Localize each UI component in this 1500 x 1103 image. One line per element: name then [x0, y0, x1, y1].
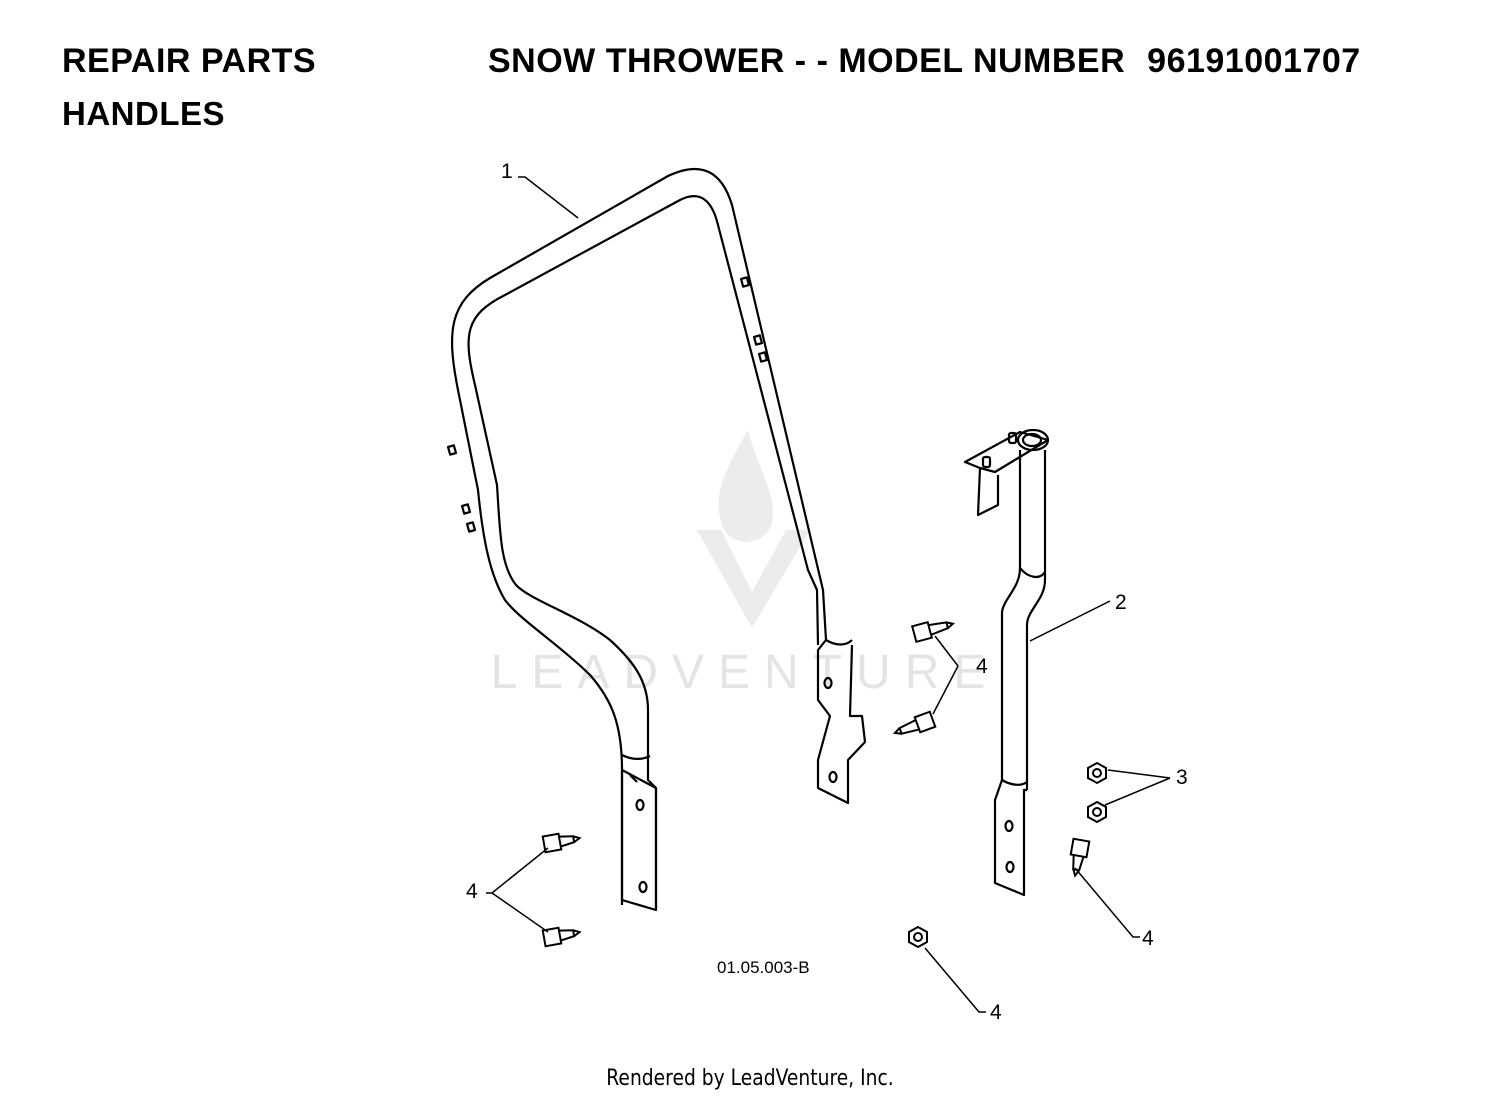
figure-code: 01.05.003-B — [717, 958, 810, 977]
callouts: 1 2 3 4 4 4 4 — [466, 160, 1188, 1024]
callout-4-center: 4 — [976, 655, 988, 678]
callout-4-left: 4 — [466, 880, 478, 903]
section-title: HANDLES — [62, 95, 226, 132]
bolt-icon — [910, 620, 956, 644]
callout-4-bottom: 4 — [990, 1001, 1002, 1024]
flame-icon — [718, 430, 774, 542]
lower-handle-part — [963, 428, 1050, 897]
callout-1: 1 — [501, 160, 513, 183]
nut-icon — [1087, 761, 1107, 785]
bolt-icon — [541, 832, 582, 854]
v-logo-icon — [697, 530, 810, 628]
footer-credit: Rendered by LeadVenture, Inc. — [606, 1066, 894, 1091]
bolt-icon — [892, 710, 937, 735]
callout-4-right: 4 — [1142, 927, 1154, 950]
callout-3: 3 — [1176, 766, 1188, 789]
nut-icon — [1087, 800, 1107, 824]
hardware-fasteners — [541, 620, 1107, 949]
nut-icon — [908, 925, 928, 949]
watermark-text: LEADVENTURE — [491, 646, 1000, 699]
model-heading: SNOW THROWER - - MODEL NUMBER 96191001707 — [488, 42, 1361, 81]
watermark: LEADVENTURE — [491, 430, 1000, 699]
model-number: 96191001707 — [1147, 42, 1361, 80]
product-label: SNOW THROWER - - MODEL NUMBER — [488, 42, 1126, 80]
leader-lines — [486, 176, 1171, 1013]
page-title: REPAIR PARTS — [62, 42, 317, 80]
bolt-icon — [541, 926, 582, 948]
upper-handle-part — [446, 167, 867, 912]
callout-2: 2 — [1115, 591, 1127, 614]
